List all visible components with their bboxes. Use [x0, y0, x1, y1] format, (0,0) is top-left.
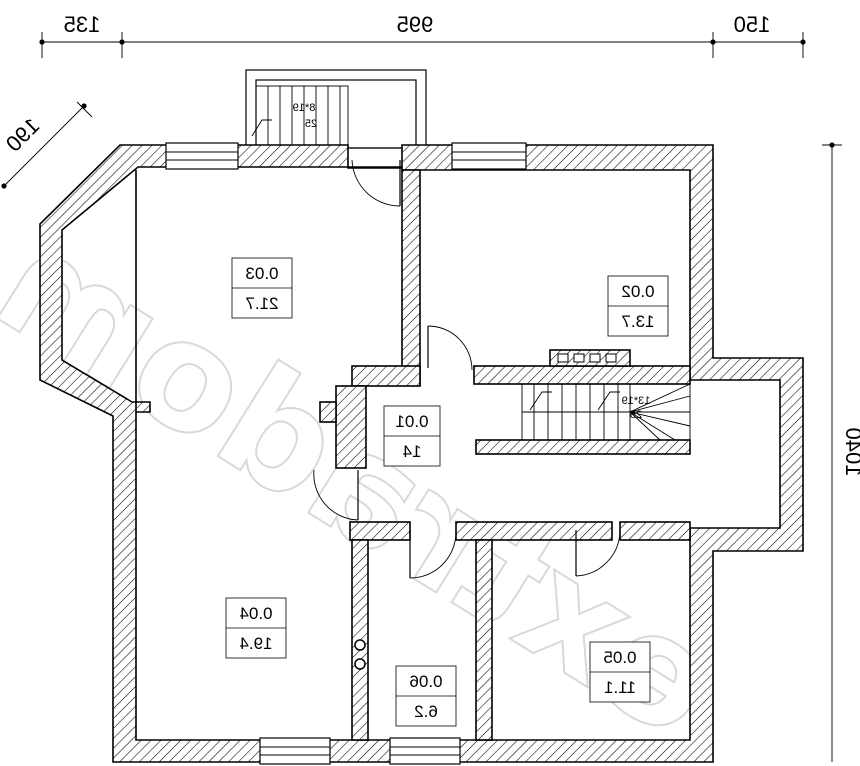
- svg-text:19.4: 19.4: [239, 634, 272, 653]
- window-bottom-left: [259, 737, 331, 765]
- svg-text:8*19: 8*19: [293, 102, 316, 114]
- svg-text:25: 25: [305, 118, 317, 130]
- window-bottom-middle: [389, 737, 461, 765]
- window-top-left: [165, 142, 239, 170]
- dimension-label-150: 150: [734, 12, 771, 37]
- svg-text:995: 995: [397, 12, 434, 37]
- stair-tread-main: 25: [630, 409, 642, 421]
- svg-text:25: 25: [630, 409, 642, 421]
- svg-text:14: 14: [403, 442, 422, 461]
- room-label-002: 0.02 13.7: [607, 275, 669, 337]
- door-room-006: [409, 530, 457, 579]
- door-room-005: [575, 530, 621, 577]
- outer-wall: [39, 144, 804, 763]
- interior-walls: [319, 169, 691, 741]
- room-label-006: 0.06 6.2: [395, 665, 457, 727]
- room-label-003: 0.03 21.7: [231, 257, 293, 319]
- window-top-right: [451, 142, 527, 170]
- svg-text:0.01: 0.01: [395, 412, 428, 431]
- room-label-001: 0.01 14: [383, 405, 441, 467]
- dimension-label-135: 135: [64, 12, 101, 37]
- stair-label-top: 8*19: [293, 102, 316, 114]
- dimension-label-995: 995: [397, 12, 434, 37]
- main-stair: [521, 349, 691, 441]
- dimension-label-190: 190: [1, 113, 45, 157]
- svg-text:190: 190: [1, 113, 45, 157]
- stair-label-main: 13*19: [622, 395, 651, 407]
- svg-text:6.2: 6.2: [414, 702, 438, 721]
- stair-tread-top: 25: [305, 118, 317, 130]
- svg-text:0.03: 0.03: [245, 264, 278, 283]
- svg-text:11.1: 11.1: [604, 678, 636, 697]
- svg-text:150: 150: [734, 12, 771, 37]
- door-room-002: [427, 325, 473, 371]
- svg-text:135: 135: [64, 12, 101, 37]
- top-dimension-line: [39, 32, 806, 58]
- right-dimension-line: [822, 142, 842, 762]
- dimension-label-1040: 1040: [841, 428, 860, 477]
- diagonal-dimension-line: [1, 101, 93, 189]
- entrance-stair: [245, 69, 427, 149]
- svg-text:0.06: 0.06: [409, 672, 442, 691]
- svg-text:21.7: 21.7: [245, 294, 278, 313]
- room-label-005: 0.05 11.1: [589, 641, 651, 703]
- door-room-004: [313, 469, 359, 521]
- room-label-004: 0.04 19.4: [225, 597, 287, 659]
- svg-text:13.7: 13.7: [621, 312, 654, 331]
- svg-text:13*19: 13*19: [622, 395, 651, 407]
- svg-text:0.04: 0.04: [239, 604, 272, 623]
- socket-icon: [354, 639, 366, 670]
- svg-text:0.05: 0.05: [603, 648, 636, 667]
- door-entrance: [351, 159, 401, 207]
- svg-text:0.02: 0.02: [621, 282, 654, 301]
- svg-text:1040: 1040: [841, 428, 860, 477]
